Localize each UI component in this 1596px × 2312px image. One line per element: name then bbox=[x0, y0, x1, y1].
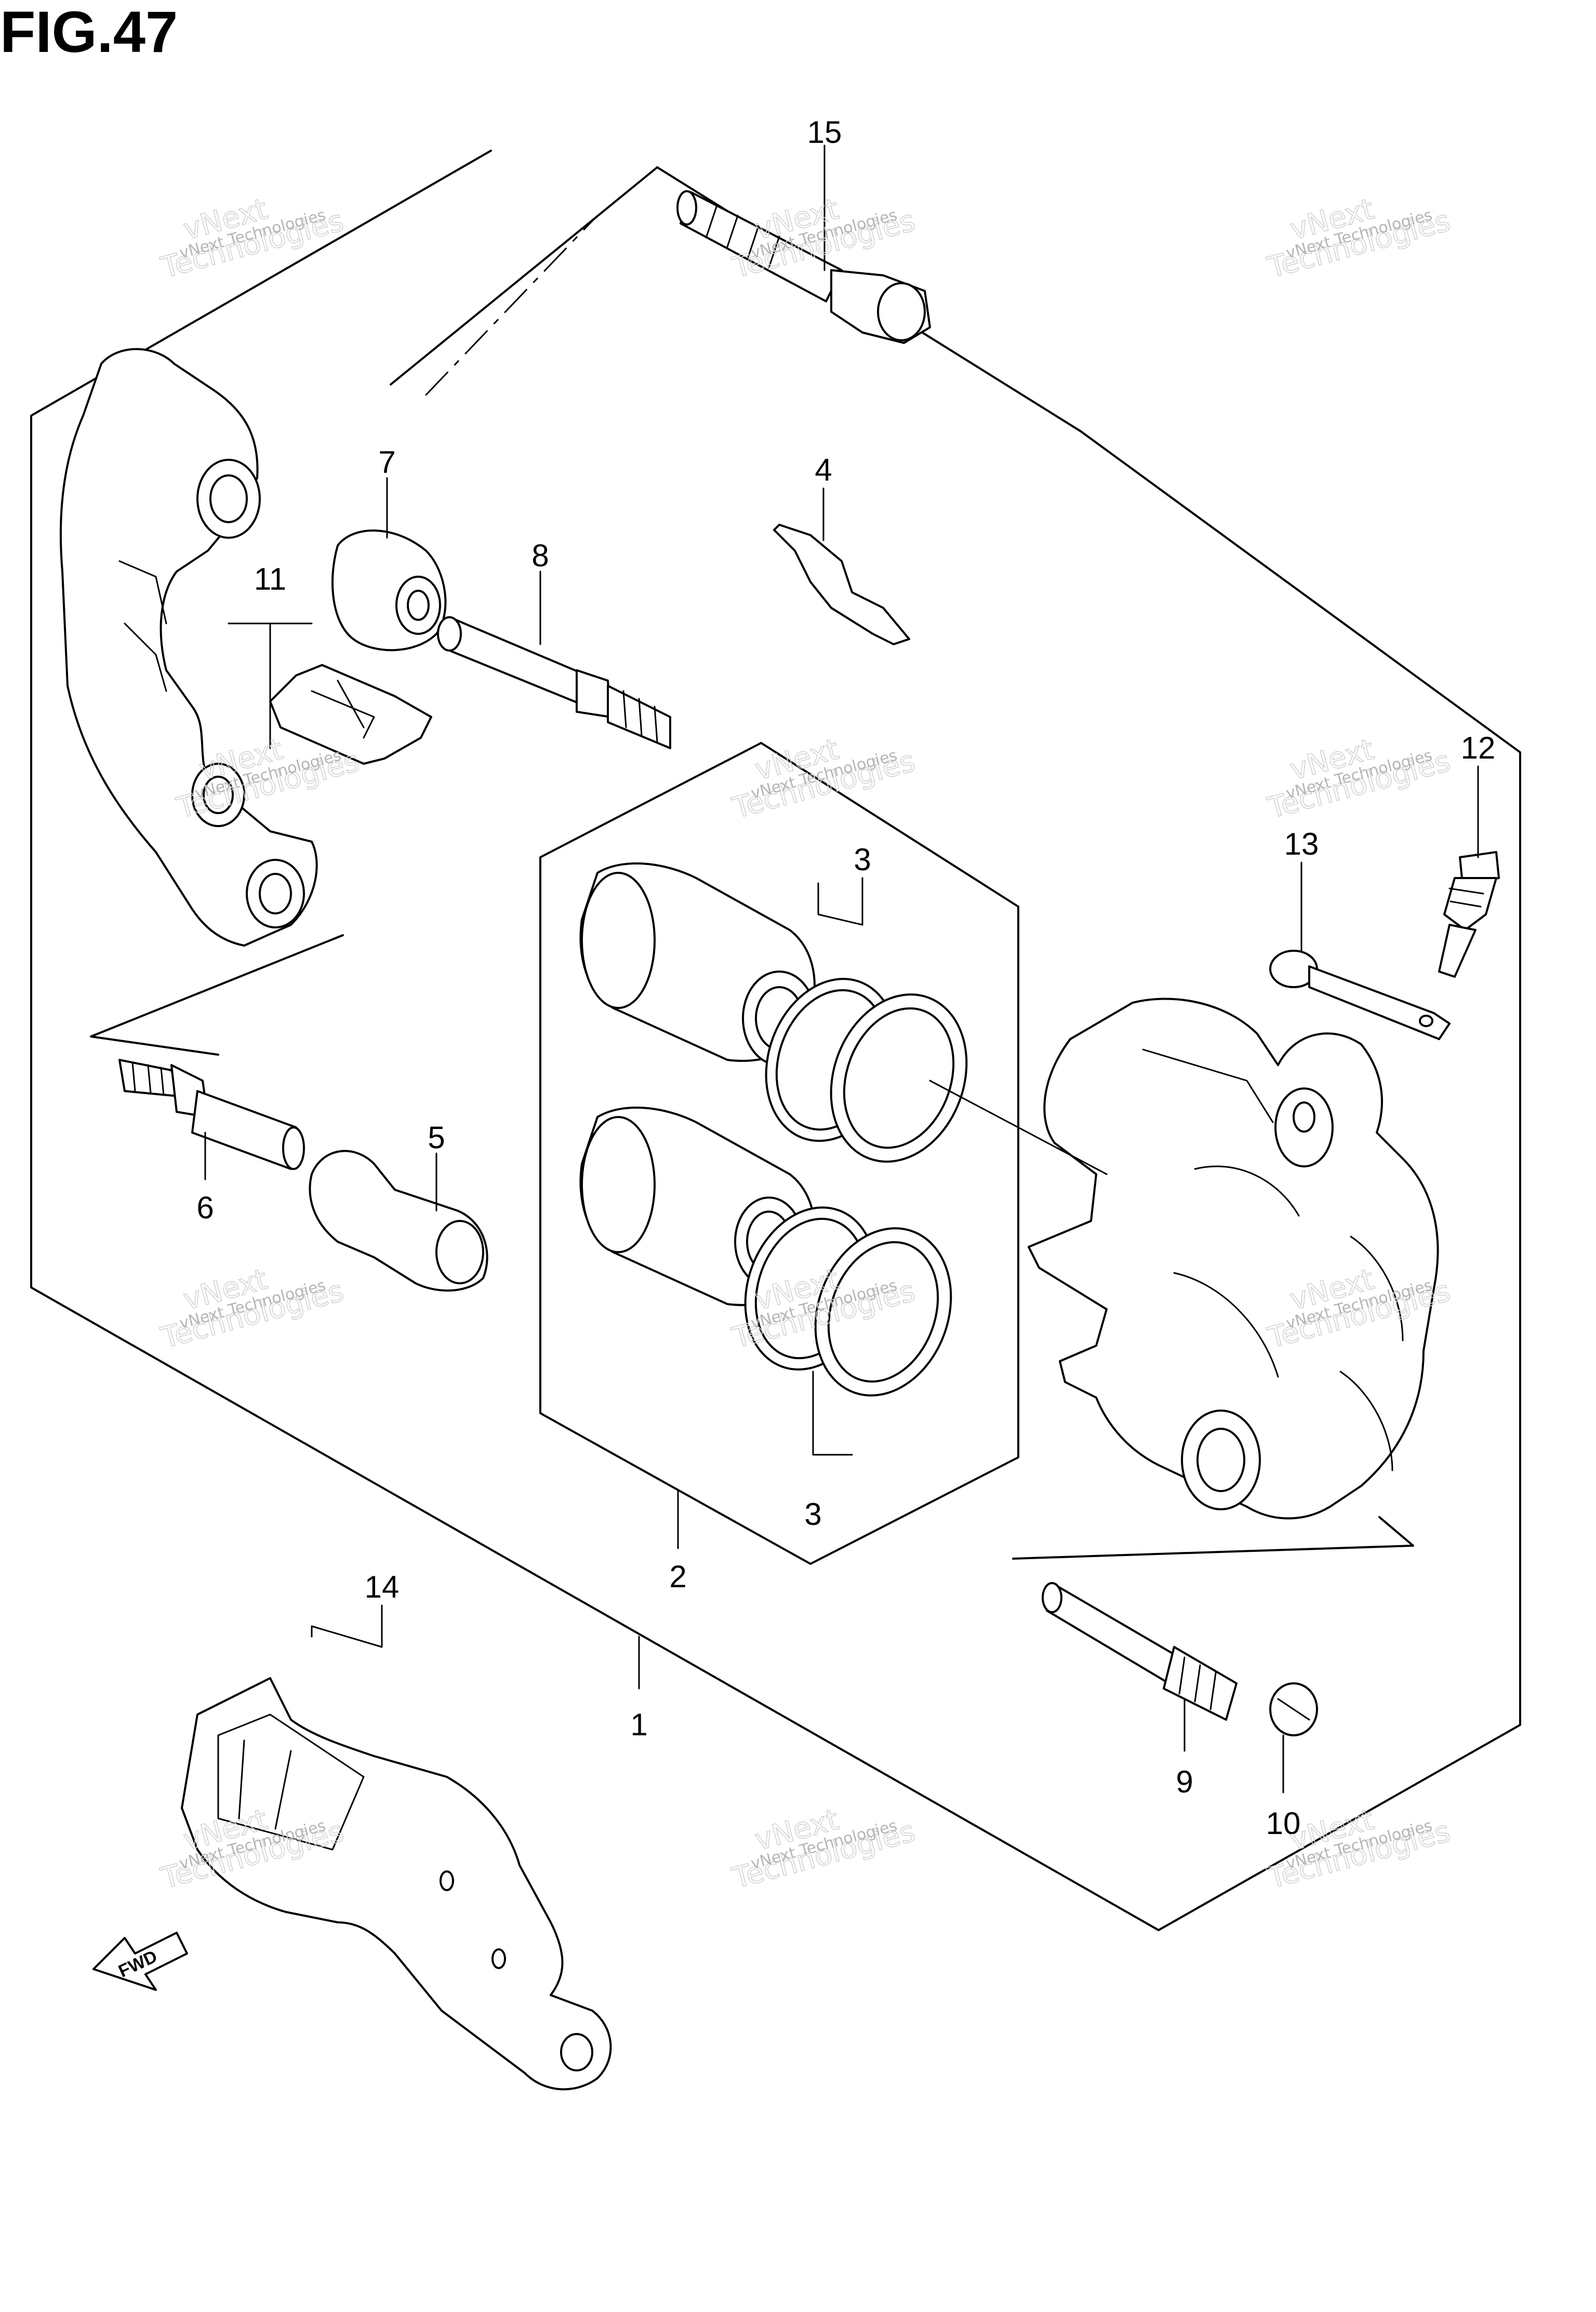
bracket-boundary-line-lower bbox=[90, 934, 344, 1056]
callout-8: 8 bbox=[531, 538, 549, 573]
callout-6: 6 bbox=[196, 1190, 214, 1225]
bleeder-cap-13 bbox=[1269, 950, 1451, 1040]
callout-10: 10 bbox=[1266, 1806, 1301, 1841]
slide-pin-8 bbox=[437, 616, 671, 749]
callout-3-lower: 3 bbox=[804, 1497, 821, 1532]
center-line bbox=[425, 217, 596, 396]
boot-7 bbox=[331, 529, 447, 652]
piston-upper bbox=[579, 862, 817, 1066]
piston-kit-outline bbox=[539, 742, 1019, 1565]
callout-13: 13 bbox=[1284, 827, 1319, 861]
bolt-15 bbox=[676, 190, 931, 344]
callout-9: 9 bbox=[1176, 1764, 1193, 1799]
callout-11: 11 bbox=[254, 562, 286, 596]
figure-title: FIG.47 bbox=[0, 0, 178, 64]
callout-14: 14 bbox=[365, 1570, 400, 1604]
bracket-boundary-line bbox=[390, 166, 658, 386]
caliper-bracket bbox=[59, 348, 318, 947]
caliper-body bbox=[1028, 998, 1439, 1520]
brake-pad-14 bbox=[181, 1677, 612, 2091]
callout-3-upper: 3 bbox=[854, 842, 871, 877]
pad-spring bbox=[269, 664, 432, 765]
pad-clip-4 bbox=[773, 524, 910, 645]
leader-seal-to-caliper bbox=[929, 1080, 1108, 1175]
callout-labels: 15 7 8 4 11 12 13 3 3 5 6 2 14 1 9 10 bbox=[196, 115, 1495, 1841]
callout-15: 15 bbox=[807, 115, 842, 150]
boot-5 bbox=[309, 1150, 488, 1292]
callout-7: 7 bbox=[378, 445, 395, 480]
callout-2: 2 bbox=[669, 1559, 686, 1594]
callout-5: 5 bbox=[428, 1120, 445, 1155]
slide-pin-6 bbox=[118, 1059, 305, 1170]
callout-12: 12 bbox=[1461, 730, 1496, 765]
callout-1: 1 bbox=[630, 1707, 647, 1742]
assembly-outline bbox=[30, 150, 1521, 1931]
fwd-arrow-icon: FWD bbox=[92, 1932, 188, 1991]
caliper-boundary-line-lower bbox=[1012, 1516, 1414, 1560]
bleeder-screw-12 bbox=[1438, 851, 1500, 978]
callout-4: 4 bbox=[815, 453, 832, 487]
pin-9 bbox=[1042, 1582, 1238, 1721]
plug-10 bbox=[1269, 1682, 1318, 1736]
leader-lines bbox=[204, 144, 1479, 1793]
